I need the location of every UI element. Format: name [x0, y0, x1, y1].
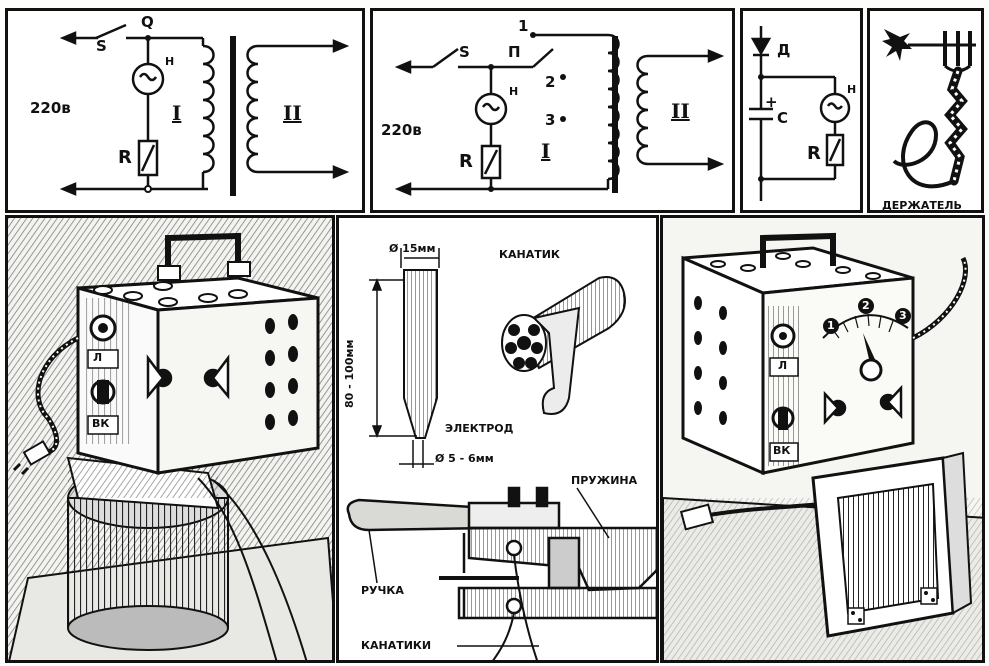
voltage-label: 220в — [30, 99, 71, 117]
electrode-and-clamp: Ø 15мм 80 - 100мм ЭЛЕКТРОД Ø 5 - 6мм КАН… — [336, 215, 659, 663]
circuit-diagram-3: Д С + Н R — [740, 8, 863, 213]
capacitor-label: С — [777, 109, 789, 127]
circuit-diagram-2: S П 1 2 3 Н 220в R I II — [370, 8, 735, 213]
switch-label: S — [459, 43, 470, 61]
dial-label-1: 1 — [827, 319, 835, 332]
length-label: 80 - 100мм — [343, 339, 356, 408]
indicator-label: Л — [93, 351, 103, 364]
holder-caption: ДЕРЖАТЕЛЬ — [882, 199, 962, 212]
tap-1-label: 1 — [518, 17, 529, 35]
tap-3-label: 3 — [545, 111, 556, 129]
diameter-top-label: Ø 15мм — [389, 242, 436, 255]
circuit-diagram-1: S Q Н 220в R I II — [5, 8, 365, 213]
lamp-label: Н — [847, 83, 857, 96]
primary-label: I — [541, 139, 551, 163]
tap-2-label: 2 — [545, 73, 556, 91]
switch-label: ВК — [773, 444, 791, 457]
lamp-label: Н — [165, 55, 175, 68]
switch-label: ВК — [92, 417, 110, 430]
lamp-label: Н — [509, 85, 519, 98]
holder-illustration: ДЕРЖАТЕЛЬ — [867, 8, 984, 213]
electrode-clamp-drawing — [346, 248, 656, 660]
secondary-label: II — [671, 99, 690, 123]
switch-label: S — [96, 37, 107, 55]
polarity-label: + — [765, 93, 778, 111]
welder-box-right-drawing — [663, 232, 982, 660]
handle-label: РУЧКА — [361, 584, 404, 597]
holder-drawing — [882, 29, 976, 189]
dial-label-3: 3 — [899, 309, 907, 322]
diode-label: Д — [777, 41, 791, 59]
primary-label: I — [172, 101, 182, 125]
circuit-1-lines — [59, 23, 350, 196]
resistor-label: R — [807, 143, 821, 164]
node-label: Q — [141, 13, 154, 31]
resistor-label: R — [459, 151, 473, 172]
cables-label: КАНАТИКИ — [361, 639, 432, 652]
cable-label: КАНАТИК — [499, 248, 560, 261]
diameter-tip-label: Ø 5 - 6мм — [435, 452, 494, 465]
electrode-label: ЭЛЕКТРОД — [445, 422, 514, 435]
spring-label: ПРУЖИНА — [571, 474, 638, 487]
voltage-label: 220в — [381, 121, 422, 139]
resistor-label: R — [118, 147, 132, 168]
circuit-3-lines — [749, 26, 851, 201]
secondary-label: II — [283, 101, 302, 125]
welder-box-right: Л ВК 1 2 3 — [660, 215, 985, 663]
dial-label-2: 2 — [862, 299, 870, 312]
welder-box-left: Л ВК — [5, 215, 335, 663]
indicator-label: Л — [778, 359, 788, 372]
welder-box-left-drawing — [8, 218, 332, 660]
selector-label: П — [508, 43, 521, 61]
circuit-2-lines — [394, 32, 725, 196]
